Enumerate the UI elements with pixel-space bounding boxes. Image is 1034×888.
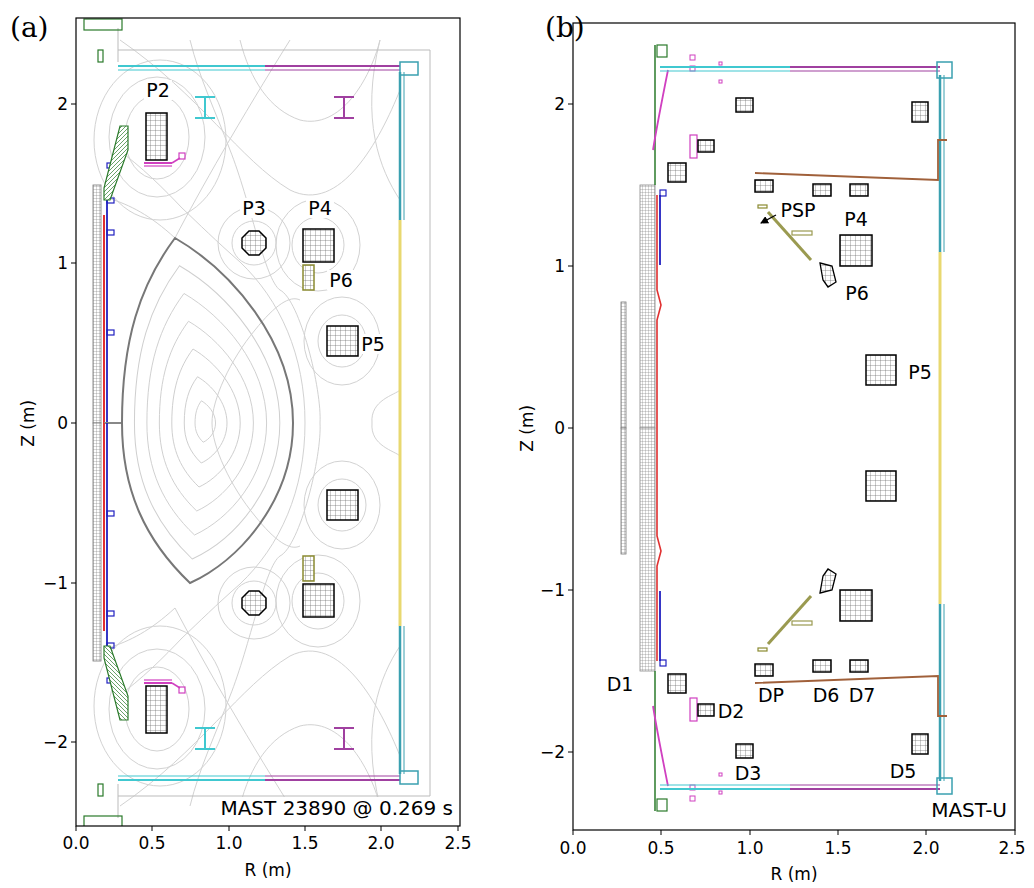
tick-label: 2: [554, 95, 565, 114]
tick-label: 1: [57, 254, 68, 273]
tick-label: 0.0: [62, 834, 89, 853]
panel-letter: (b): [545, 13, 585, 44]
coil-label: P5: [906, 362, 934, 383]
tick-label: 2: [57, 95, 68, 114]
coil-label: P2: [144, 80, 172, 101]
axis-title: R (m): [770, 865, 817, 884]
tick-label: −1: [540, 581, 565, 600]
tick-label: 1.5: [824, 839, 851, 858]
tick-label: 0.0: [559, 839, 586, 858]
tick-label: 2.0: [367, 834, 394, 853]
panel-letter: (a): [10, 13, 49, 44]
coil-label: D2: [716, 701, 747, 722]
tick-label: 2.5: [998, 839, 1025, 858]
tick-label: 1.0: [736, 839, 763, 858]
coil-label: P6: [843, 283, 871, 304]
tick-label: 2.0: [912, 839, 939, 858]
coil-label: D6: [811, 685, 842, 706]
coil-label: D7: [847, 685, 878, 706]
coil-label: PSP: [779, 200, 818, 221]
coil-label: P6: [327, 270, 355, 291]
tick-label: 0: [554, 419, 565, 438]
coil-label: P5: [359, 334, 387, 355]
tick-label: 0.5: [138, 834, 165, 853]
axis-title: Z (m): [19, 400, 38, 447]
device-annotation: MAST-U: [929, 799, 1009, 821]
tick-label: −2: [540, 743, 565, 762]
panel-b: [621, 45, 952, 811]
tick-label: 0: [57, 414, 68, 433]
tick-label: 1.5: [291, 834, 318, 853]
tick-label: 1: [554, 257, 565, 276]
coil-label: P4: [842, 209, 870, 230]
tick-label: −1: [43, 574, 68, 593]
tick-label: 1.0: [215, 834, 242, 853]
coil-label: DP: [756, 685, 786, 706]
tick-label: 2.5: [444, 834, 471, 853]
leader-arrow: [761, 215, 776, 223]
coil-label: D5: [888, 761, 919, 782]
axis-title: Z (m): [518, 405, 537, 452]
tick-label: 0.5: [647, 839, 674, 858]
shot-annotation: MAST 23890 @ 0.269 s: [218, 797, 455, 819]
coil-label: D1: [605, 674, 636, 695]
tick-label: −2: [43, 733, 68, 752]
coil-label: D3: [733, 763, 764, 784]
coil-label: P3: [240, 198, 268, 219]
axis-title: R (m): [244, 861, 291, 880]
panel-a: [84, 19, 430, 826]
coil-label: P4: [306, 198, 334, 219]
